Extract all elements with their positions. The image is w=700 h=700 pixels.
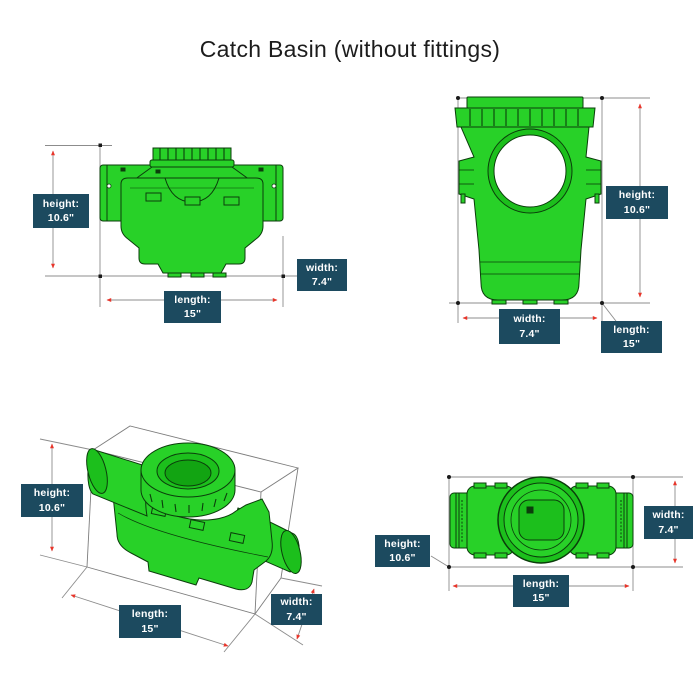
dim-label-length-top: length: 15" xyxy=(513,575,569,607)
dim-label-title: height: xyxy=(33,487,71,500)
side-latch-center xyxy=(184,196,201,206)
dim-label-length-iso: length: 15" xyxy=(119,605,181,638)
dim-label-title: length: xyxy=(174,293,211,306)
dim-label-value: 10.6" xyxy=(38,501,66,514)
front-pipe-opening xyxy=(493,134,567,208)
dim-label-length-front: length: 15" xyxy=(601,321,662,353)
dim-label-height-front: height: 10.6" xyxy=(606,186,668,219)
front-riser-top xyxy=(466,96,584,109)
top-dimension-lines xyxy=(430,476,683,591)
dim-label-value: 10.6" xyxy=(47,212,75,224)
dim-label-title: height: xyxy=(384,537,421,550)
dim-label-value: 15" xyxy=(622,338,641,350)
side-riser-collar xyxy=(149,159,235,168)
dim-label-value: 7.4" xyxy=(658,523,679,536)
view-top xyxy=(430,475,683,591)
page-title: Catch Basin (without fittings) xyxy=(199,36,501,62)
view-front xyxy=(449,96,650,326)
dim-label-width-iso: width: 7.4" xyxy=(271,594,322,625)
dim-label-value: 15" xyxy=(141,622,159,635)
dim-label-width-side: width: 7.4" xyxy=(297,259,347,291)
top-riser-opening xyxy=(518,499,565,541)
dim-label-title: length: xyxy=(131,608,169,621)
side-basin-body xyxy=(120,177,264,274)
side-latch-left xyxy=(145,192,162,202)
dim-label-value: 10.6" xyxy=(389,552,416,564)
dim-label-title: length: xyxy=(613,323,650,336)
dim-label-value: 7.4" xyxy=(286,610,307,623)
dim-label-height-side: height: 10.6" xyxy=(33,194,89,228)
front-corner-markers xyxy=(456,96,604,305)
dim-label-length-side: length: 15" xyxy=(164,291,221,323)
dim-label-value: 7.4" xyxy=(519,327,540,340)
dim-label-height-top: height: 10.6" xyxy=(375,535,430,567)
view-side xyxy=(45,143,346,307)
top-corner-markers xyxy=(447,475,635,569)
side-latch-right xyxy=(223,196,240,206)
dim-label-title: height: xyxy=(618,189,656,202)
front-view-product xyxy=(454,96,602,305)
dim-label-width-front: width: 7.4" xyxy=(499,309,560,344)
iso-riser-opening xyxy=(164,459,212,487)
dim-label-value: 10.6" xyxy=(623,203,651,216)
dim-label-value: 7.4" xyxy=(311,276,333,288)
dim-label-title: length: xyxy=(522,577,560,590)
dim-label-value: 15" xyxy=(532,592,550,604)
dim-label-value: 15" xyxy=(183,308,202,320)
top-view-product xyxy=(449,476,634,564)
dim-label-title: height: xyxy=(42,197,80,210)
iso-view-product xyxy=(86,442,302,591)
dim-label-title: width: xyxy=(513,313,546,326)
dim-label-title: width: xyxy=(280,596,313,609)
dim-label-title: width: xyxy=(652,509,685,522)
dim-label-height-iso: height: 10.6" xyxy=(21,484,83,517)
side-corner-markers xyxy=(98,143,285,278)
front-riser-cap xyxy=(454,107,596,128)
dim-label-title: width: xyxy=(305,261,339,274)
side-view-product xyxy=(99,147,284,278)
dim-label-width-top: width: 7.4" xyxy=(644,506,693,539)
